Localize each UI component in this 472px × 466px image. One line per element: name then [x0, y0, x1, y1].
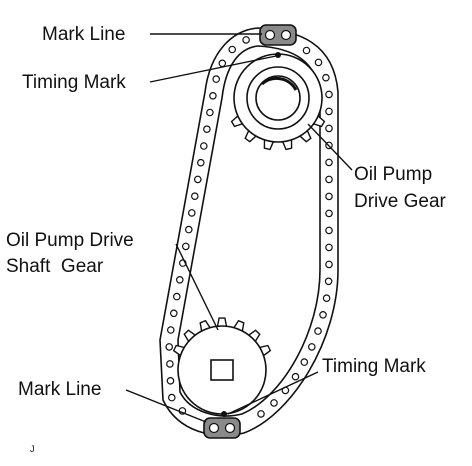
chain-pin	[228, 45, 237, 54]
chain-pin	[191, 192, 199, 201]
chain-pin	[182, 242, 190, 251]
chain-pin	[176, 275, 184, 284]
chain-pin	[167, 326, 175, 334]
figure-code: J	[30, 444, 35, 454]
chain-pin	[314, 58, 323, 67]
chain-pin	[325, 158, 333, 167]
timing-mark-bottom-label: Timing Mark	[322, 356, 426, 377]
chain-pin	[166, 376, 175, 385]
chain-pin	[197, 158, 205, 167]
chain-pin	[188, 209, 196, 217]
chain-pin	[322, 294, 331, 303]
chain-pin	[206, 108, 214, 117]
oil-pump-drive-gear-label-line1: Oil Pump	[354, 164, 432, 185]
timing-mark-top-label: Timing Mark	[22, 72, 126, 93]
chain-pin	[325, 243, 333, 252]
chain-pin	[194, 175, 202, 184]
chain-pin	[166, 360, 174, 368]
chain-pin	[209, 92, 217, 100]
oil-pump-drive-gear-label-line2: Drive Gear	[354, 191, 447, 212]
chain-pin	[319, 310, 327, 319]
oil-pump-drive-gear	[230, 52, 326, 151]
chain-pin	[257, 410, 265, 418]
mark-line-top-label: Mark Line	[42, 24, 125, 45]
mark-line-bottom-label: Mark Line	[18, 379, 101, 400]
chain-pin	[302, 46, 311, 55]
chain-pin	[200, 142, 208, 150]
oil-pump-drive-shaft-gear	[172, 317, 272, 417]
chain-pin	[203, 125, 211, 134]
chain-pin	[322, 73, 330, 82]
chain-pin	[270, 399, 278, 407]
chain-pin	[212, 75, 221, 83]
chain-pin	[314, 327, 322, 335]
chain-pin	[168, 393, 176, 402]
chain-pin	[325, 175, 333, 184]
chain-pin	[325, 226, 333, 235]
chain-pin	[325, 209, 333, 218]
chain-pin	[165, 343, 174, 351]
chain-pin	[242, 36, 250, 44]
chain-pin	[300, 358, 309, 366]
chain-pin	[324, 277, 333, 286]
timing-mark-bottom-dot	[221, 411, 227, 417]
chain-pin	[218, 59, 227, 68]
chain-pin	[325, 124, 333, 133]
mark-link-bottom	[203, 417, 241, 439]
chain-pin	[291, 372, 300, 381]
mark-link-top	[259, 24, 297, 46]
chain-pin	[307, 343, 316, 351]
chain-pin	[325, 90, 333, 99]
chain-pin	[325, 260, 333, 269]
timing-mark-top-dot	[275, 52, 281, 58]
drive-shaft-gear-label-line1: Oil Pump Drive	[6, 230, 134, 251]
drive-shaft-gear-label-line2: Shaft Gear	[6, 256, 104, 277]
leader-lines	[125, 33, 353, 423]
chain-pin	[185, 225, 193, 234]
chain-pin	[325, 192, 333, 201]
chain-pin	[170, 309, 178, 318]
chain-pin	[173, 292, 181, 301]
chain-pin	[325, 107, 333, 116]
